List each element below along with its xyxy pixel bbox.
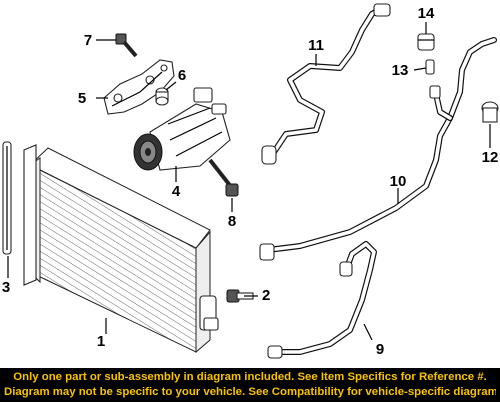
bolt-7-part [115, 33, 138, 58]
pressure-switch-part [481, 101, 499, 123]
callout-4: 4 [172, 183, 181, 200]
callout-7: 7 [84, 32, 92, 49]
disclaimer-line-1: Only one part or sub-assembly in diagram… [13, 371, 487, 383]
callout-6: 6 [178, 67, 186, 84]
bolt-8-part [208, 158, 239, 197]
callout-14: 14 [418, 5, 435, 22]
bushing-part [155, 87, 169, 106]
callout-3: 3 [2, 279, 10, 296]
suction-hose-part [261, 3, 391, 165]
compressor-part [133, 87, 231, 171]
parts-diagram: 1 2 3 4 5 6 7 8 9 10 11 12 13 14 [2, 3, 499, 359]
callout-11: 11 [308, 37, 324, 54]
disclaimer-banner: Only one part or sub-assembly in diagram… [0, 368, 500, 402]
liquid-line-part [259, 37, 497, 261]
callout-10: 10 [390, 173, 407, 190]
valve-core-part [425, 59, 435, 75]
cap-part [417, 33, 435, 51]
callout-2: 2 [262, 287, 270, 304]
disclaimer-line-2: Diagram may not be specific to your vehi… [4, 386, 496, 398]
callout-12: 12 [482, 149, 499, 166]
callout-5: 5 [78, 90, 86, 107]
callout-labels: 1 2 3 4 5 6 7 8 9 10 11 12 13 14 [2, 5, 499, 358]
leader-lines [7, 22, 491, 341]
callout-8: 8 [228, 213, 236, 230]
receiver-drier-part [2, 141, 12, 255]
callout-13: 13 [392, 62, 409, 79]
condenser-part [23, 144, 219, 354]
callout-9: 9 [376, 341, 384, 358]
callout-1: 1 [97, 333, 105, 350]
discharge-hose-part [267, 241, 377, 359]
compressor-bracket-part [103, 59, 175, 115]
